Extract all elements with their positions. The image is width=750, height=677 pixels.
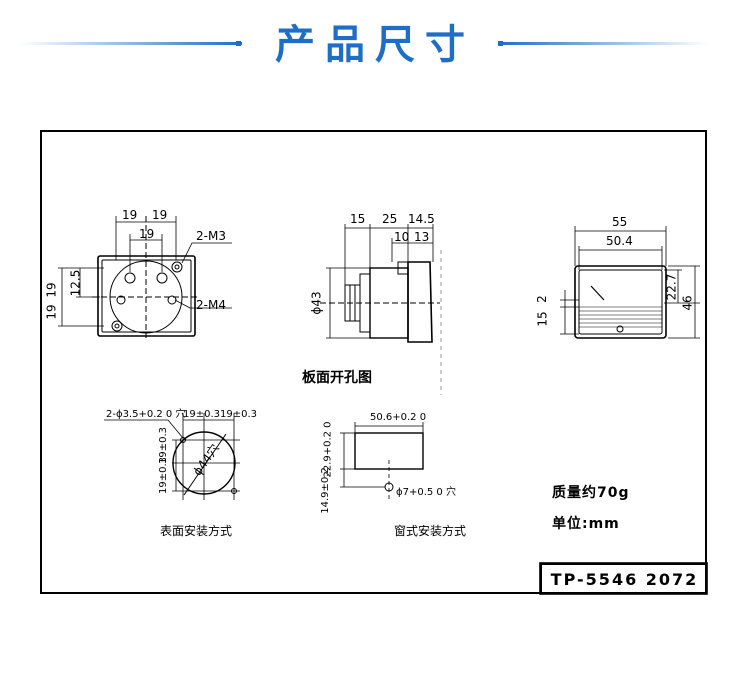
surface-dim-left-lower: 19±0.3 [158,456,170,495]
front-dim-top-left: 19 [122,208,138,222]
side-diameter: ϕ43 [309,291,324,315]
window-hole-label: ϕ7+0.5 0 穴 [396,487,456,498]
side-dim-25: 25 [382,212,398,226]
face-dim-50-4: 50.4 [606,234,633,248]
front-dim-inner: 19 [139,227,155,241]
screw-label-m4: 2-M4 [196,298,226,312]
window-width-label: 50.6+0.2 0 [370,412,427,423]
unit-spec: 单位:mm [552,516,620,532]
surface-mount-drawing [104,413,240,500]
face-dim-15: 15 [535,311,550,327]
surface-dim-top-right: 19±0.3 [220,409,258,420]
model-number: TP-5546 2072 [540,563,707,594]
surface-dim-top-left: 19±0.3 [183,409,221,420]
weight-spec: 质量约70g [552,485,630,501]
face-dim-46: 46 [680,295,695,311]
side-dim-10: 10 [394,230,410,244]
window-mount-caption: 窗式安装方式 [394,524,467,538]
header-right-rule [498,42,708,45]
face-dim-22-7: 22.7 [664,273,679,301]
front-dim-left-upper: 19 [44,282,59,298]
front-dim-left-inner: 12.5 [68,269,83,297]
face-view-dimension-lines [560,226,700,339]
side-view-dimension-lines [326,224,434,339]
drawing-frame [40,130,707,594]
header-left-rule [20,42,242,45]
screw-label-m3: 2-M3 [196,229,226,243]
page-title: 产品尺寸 [275,22,475,68]
face-view-lower-stripes [579,306,662,328]
front-dim-left-lower: 19 [44,304,59,320]
front-view-dimension-lines [58,216,232,327]
header: 产品尺寸 [0,0,750,90]
window-mount-drawing [340,422,424,500]
front-dim-top-right: 19 [152,208,168,222]
face-dim-55: 55 [612,215,628,229]
front-view-outline [92,216,200,338]
surface-holes-label: 2-ϕ3.5+0.2 0 穴 [106,409,186,420]
face-view-outline [574,265,667,339]
surface-mount-caption: 表面安装方式 [160,524,233,538]
face-dim-2: 2 [534,295,549,303]
side-view-outline [320,250,442,395]
side-dim-14-5: 14.5 [408,212,435,226]
panel-cutout-heading: 板面开孔图 [302,370,372,386]
side-dim-13: 13 [414,230,430,244]
header-left-dot [236,41,241,46]
side-dim-15: 15 [350,212,366,226]
window-offset-label: 14.9±0.2 [319,467,331,514]
